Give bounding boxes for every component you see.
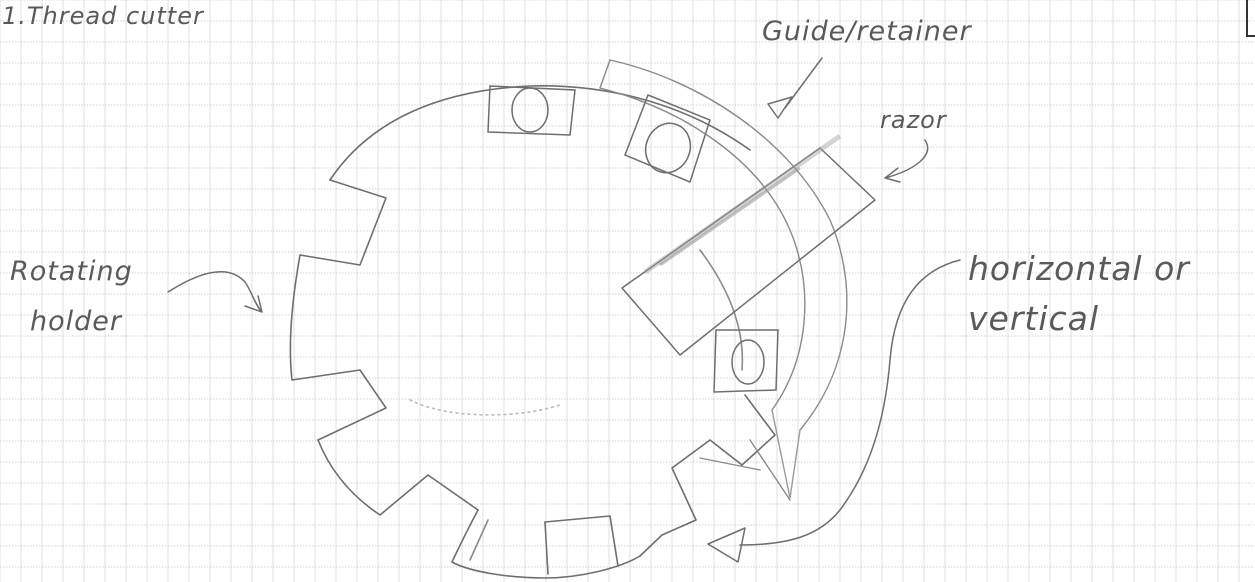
label-guide-retainer: Guide/retainer bbox=[762, 16, 972, 47]
holder-arrow-icon bbox=[168, 272, 262, 312]
label-rotating: Rotating bbox=[10, 256, 133, 287]
page-corner-mark bbox=[1247, 0, 1255, 36]
o-ring-upper-right bbox=[625, 95, 710, 182]
o-ring-lower-right bbox=[714, 330, 778, 392]
sketch-title: 1.Thread cutter bbox=[2, 2, 205, 30]
guide-arrowhead-icon bbox=[768, 97, 792, 118]
o-ring-top bbox=[488, 86, 575, 135]
label-holder: holder bbox=[30, 306, 123, 337]
razor-arrow-icon bbox=[885, 140, 928, 182]
orientation-arrow-icon bbox=[740, 260, 960, 545]
label-vertical: vertical bbox=[968, 299, 1099, 338]
label-horizontal-or: horizontal or bbox=[968, 249, 1191, 288]
label-razor: razor bbox=[880, 106, 948, 134]
